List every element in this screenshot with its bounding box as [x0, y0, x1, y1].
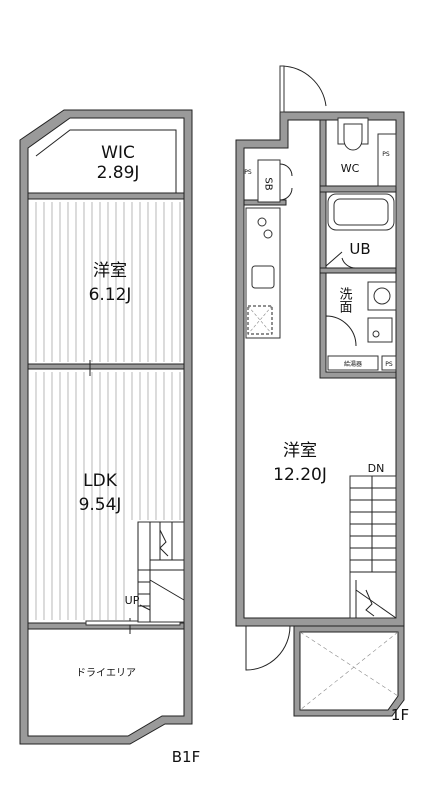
ub-wash-wall — [319, 267, 397, 274]
f1-core-wall — [319, 119, 397, 379]
b1-window — [85, 620, 181, 626]
washroom-label: 洗面 — [337, 287, 353, 313]
bedroom-flooring — [35, 202, 181, 362]
wash-drain — [372, 330, 380, 338]
ps-bottom-label: PS — [385, 361, 393, 368]
wic-size: 2.89J — [97, 163, 140, 183]
bedroom-partition — [27, 363, 185, 370]
f1-staircase — [349, 475, 397, 619]
sb-door — [279, 163, 293, 201]
ps-left-label: PS — [244, 169, 252, 176]
wc-toilet — [343, 123, 363, 151]
ub-door — [325, 251, 357, 269]
wic-partition — [27, 192, 185, 200]
f1-floor-label: 1F — [391, 706, 409, 724]
bedroom-b1-size: 6.12J — [89, 285, 132, 305]
water-heater-box — [327, 355, 379, 371]
b1-outer-wall — [19, 109, 193, 745]
entrance-door — [281, 65, 327, 112]
b1-floor-label: B1F — [172, 748, 200, 766]
ps-top-box — [377, 133, 397, 187]
washbasin-bowl — [373, 287, 391, 305]
fridge-cross — [247, 305, 273, 335]
bedroom-b1-name: 洋室 — [93, 261, 127, 281]
floor-b1: WIC 2.89J 洋室 6.12J LDK 9.54J UP ドライエリア B… — [19, 109, 200, 766]
ps-top-label: PS — [382, 151, 390, 158]
ldk-name: LDK — [83, 471, 118, 491]
kitchen-sink — [251, 265, 275, 289]
b1-stair-label: UP — [125, 594, 140, 607]
water-heater-label: 給湯器 — [344, 360, 362, 368]
wic-inner-wall — [35, 129, 177, 194]
wic-name: WIC — [101, 143, 135, 163]
washroom-door — [325, 315, 357, 347]
sb-label: SB — [263, 177, 274, 190]
ps-bottom-box — [381, 355, 397, 371]
b1-staircase — [137, 521, 185, 623]
floor-1: WC PS PS SB UB 洗面 給湯器 PS 洋室 12.20J DN 1F — [235, 65, 409, 724]
stove-burner — [257, 217, 267, 227]
f1-outer-wall — [235, 111, 405, 627]
entrance-door-leaf — [279, 65, 285, 113]
wash-pan — [367, 317, 393, 343]
dry-area-label: ドライエリア — [76, 667, 136, 679]
sb-box — [257, 159, 281, 203]
stove-burner-2 — [263, 229, 273, 239]
porch — [245, 625, 405, 717]
f1-stair-label: DN — [368, 462, 385, 475]
ldk-size: 9.54J — [79, 495, 122, 515]
fridge-space — [247, 305, 273, 335]
bathtub-inner — [333, 198, 389, 226]
ldk-flooring — [35, 372, 181, 620]
bedroom-1f-name: 洋室 — [283, 441, 317, 461]
wc-ub-wall — [319, 185, 397, 193]
porch-door — [245, 625, 291, 671]
ub-label: UB — [349, 240, 370, 258]
wc-label: WC — [341, 162, 360, 175]
bedroom-1f-size: 12.20J — [273, 465, 327, 485]
